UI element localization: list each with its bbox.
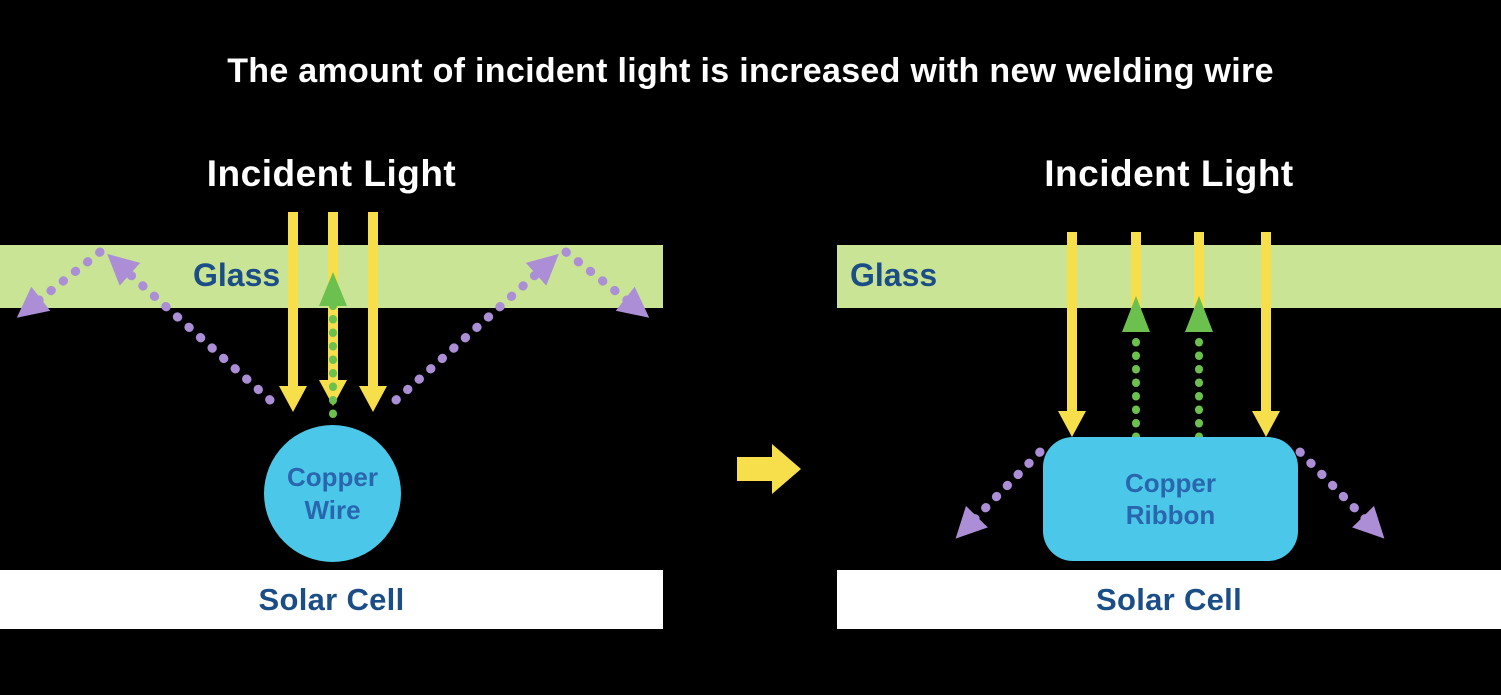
incident-ray-arrowhead-icon (1252, 411, 1280, 437)
transition-arrow-icon (737, 444, 801, 494)
copper-ribbon-shape: Copper Ribbon (1043, 437, 1298, 561)
scattered-ray-icon (1295, 447, 1385, 539)
copper-wire-label-line2: Wire (304, 494, 361, 525)
right-glass-bar: Glass (837, 245, 1501, 308)
left-solar-cell-bar: Solar Cell (0, 570, 663, 629)
left-solar-cell-label: Solar Cell (258, 581, 405, 617)
left-incident-arrows (279, 212, 387, 412)
copper-ribbon-label-line1: Copper (1125, 467, 1216, 498)
incident-ray-arrowhead-icon (359, 386, 387, 412)
diagram-title: The amount of incident light is increase… (227, 52, 1274, 90)
right-reflected-arrows (1122, 296, 1213, 441)
right-glass-label: Glass (850, 256, 938, 293)
copper-ribbon-label-line2: Ribbon (1125, 500, 1216, 530)
left-glass-bar: Glass (0, 245, 663, 308)
copper-wire-label-line1: Copper (287, 462, 378, 492)
left-incident-light-heading: Incident Light (206, 153, 457, 194)
scattered-ray-icon (955, 447, 1045, 539)
left-glass-label: Glass (193, 256, 281, 293)
right-solar-cell-bar: Solar Cell (837, 570, 1501, 629)
incident-ray-arrowhead-icon (1058, 411, 1086, 437)
copper-wire-shape: Copper Wire (264, 425, 401, 562)
incident-ray-arrowhead-icon (279, 386, 307, 412)
right-solar-cell-label: Solar Cell (1096, 581, 1242, 617)
incident-ray-arrowhead-icon (319, 380, 347, 406)
right-incident-light-heading: Incident Light (1044, 153, 1294, 194)
